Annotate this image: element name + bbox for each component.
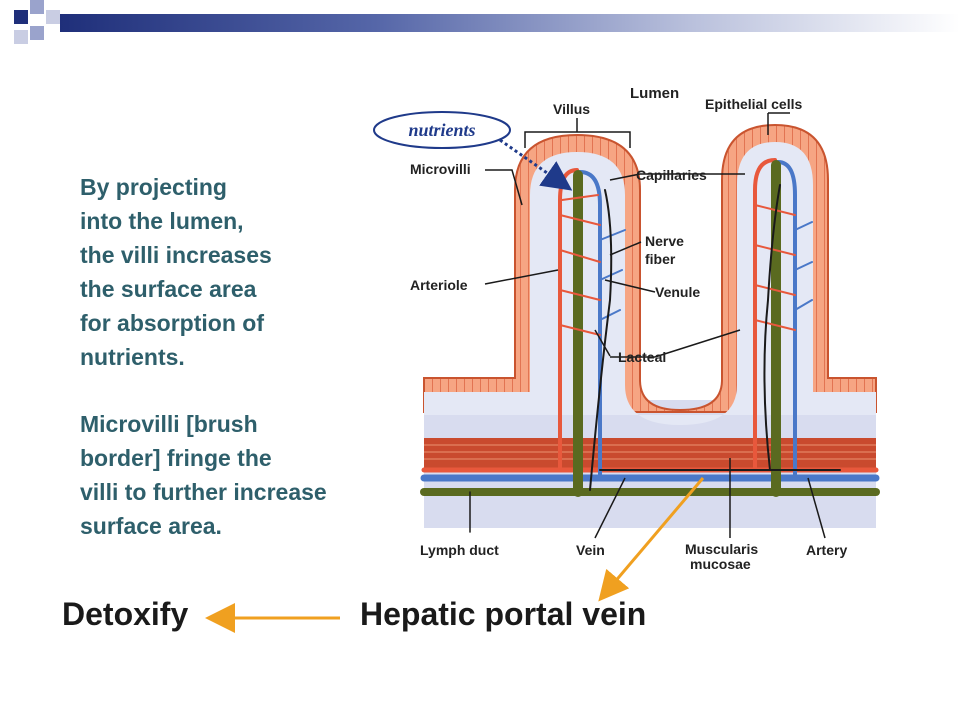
header-square-2 — [30, 0, 44, 14]
nutrients-oval — [373, 111, 511, 149]
nutrients-arrow — [499, 138, 573, 191]
header-square-1 — [14, 10, 28, 24]
desc-line: the surface area — [80, 276, 257, 302]
muscularis-label-2: mucosae — [690, 556, 751, 572]
villus-label: Villus — [553, 101, 590, 117]
venule-label: Venule — [655, 284, 700, 300]
desc-line: surface area. — [80, 513, 222, 539]
desc-line: Microvilli [brush — [80, 411, 258, 437]
tissue — [423, 123, 877, 528]
capillaries-label: Capillaries — [636, 167, 707, 183]
nerve-fiber-label-1: Nerve — [645, 233, 684, 249]
arteriole-label: Arteriole — [410, 277, 468, 293]
lymph-duct-label: Lymph duct — [420, 542, 499, 558]
epithelial-cells-label: Epithelial cells — [705, 96, 802, 112]
vein-label: Vein — [576, 542, 605, 558]
header-square-4 — [46, 10, 60, 24]
description-paragraph-2: Microvilli [brush border] fringe the vil… — [80, 407, 327, 543]
desc-line: into the lumen, — [80, 208, 244, 234]
desc-line: for absorption of — [80, 310, 264, 336]
desc-line: villi to further increase — [80, 479, 327, 505]
detoxify-label: Detoxify — [62, 596, 189, 632]
header-square-5 — [14, 30, 28, 44]
description-paragraph-1: By projecting into the lumen, the villi … — [80, 170, 272, 374]
lumen-label: Lumen — [630, 85, 679, 102]
microvilli-label: Microvilli — [410, 161, 471, 177]
nutrients-label: nutrients — [408, 120, 475, 140]
muscularis-band — [424, 438, 876, 468]
desc-line: border] fringe the — [80, 445, 272, 471]
lacteal-label: Lacteal — [618, 349, 666, 365]
artery-label: Artery — [806, 542, 847, 558]
desc-line: nutrients. — [80, 344, 185, 370]
header-square-3 — [30, 26, 44, 40]
desc-line: the villi increases — [80, 242, 272, 268]
header-bar — [60, 14, 960, 32]
lamina-propria — [424, 142, 876, 425]
hepatic-portal-vein-label: Hepatic portal vein — [360, 596, 647, 632]
desc-line: By projecting — [80, 174, 227, 200]
to-portal-vein-arrow — [598, 477, 705, 602]
muscularis-label-1: Muscularis — [685, 541, 758, 557]
nerve-fiber-label-2: fiber — [645, 251, 676, 267]
leader-lines — [484, 112, 826, 539]
